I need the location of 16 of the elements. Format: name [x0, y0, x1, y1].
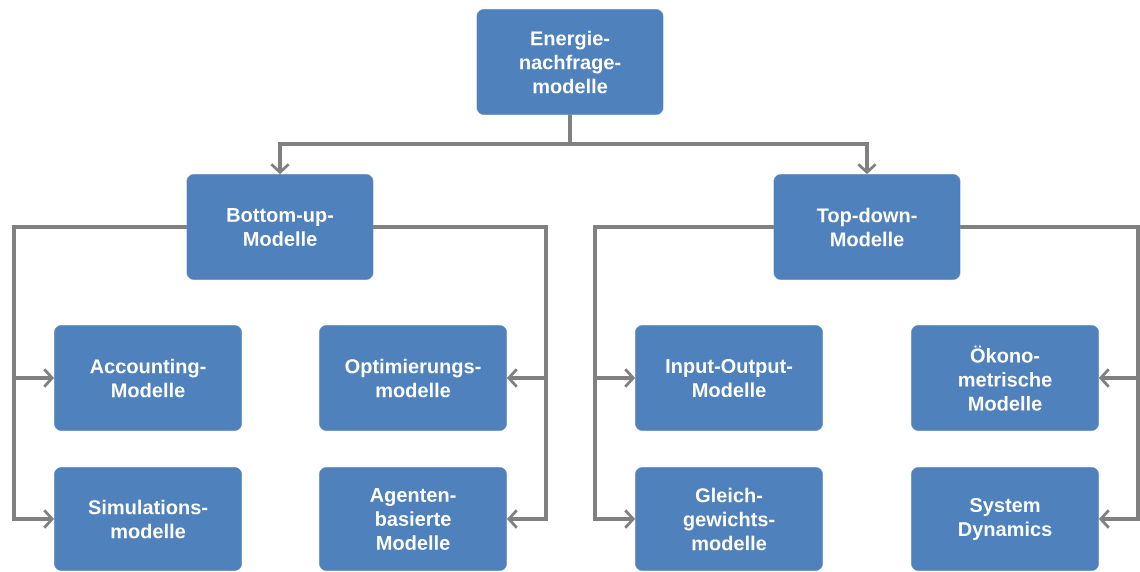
category-box: Bottom-up- Modelle — [186, 174, 374, 280]
category-box: Energie- nachfrage- modelle — [476, 9, 664, 115]
arrow — [568, 114, 877, 175]
category-box: Optimierungs- modelle — [319, 325, 507, 431]
arrow — [373, 225, 548, 529]
category-box: Input-Output- Modelle — [635, 325, 823, 431]
category-box: Gleich- gewichts- modelle — [635, 467, 823, 571]
category-box: System Dynamics — [911, 467, 1099, 571]
category-box: Top-down- Modelle — [773, 174, 961, 280]
arrow — [593, 225, 774, 529]
category-box: Ökono- metrische Modelle — [911, 325, 1099, 431]
arrow — [12, 225, 187, 529]
category-box: Agenten- basierte Modelle — [319, 467, 507, 571]
category-box: Simulations- modelle — [54, 467, 242, 571]
category-box: Accounting- Modelle — [54, 325, 242, 431]
arrow — [960, 225, 1140, 529]
